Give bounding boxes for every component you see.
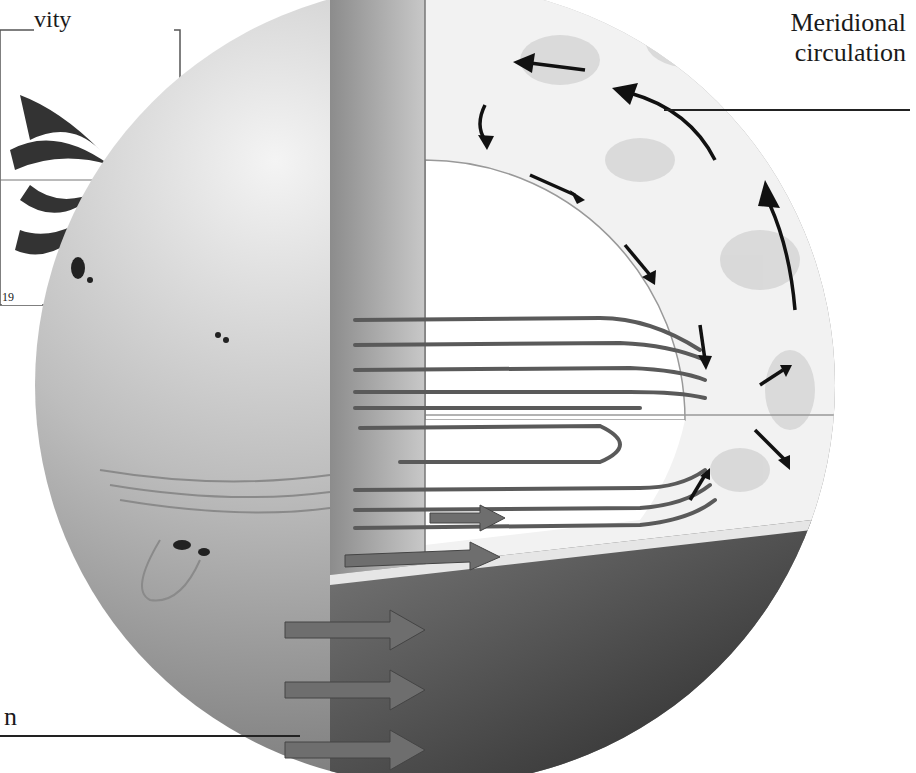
cropped-title: vity xyxy=(34,6,174,34)
cropped-label: n xyxy=(4,702,44,732)
axis-tick: 19 xyxy=(2,291,42,305)
region-label: Meridional circulation xyxy=(720,8,906,68)
